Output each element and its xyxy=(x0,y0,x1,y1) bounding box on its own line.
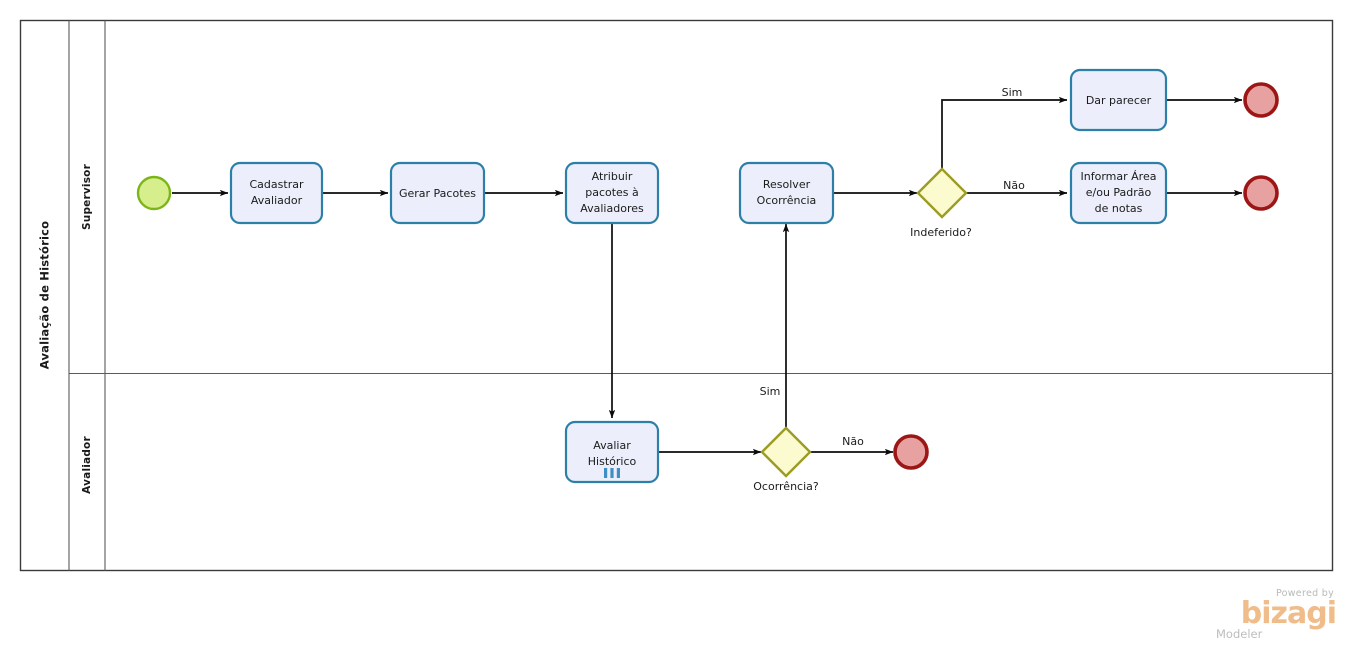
watermark-powered-by: Powered by xyxy=(1275,588,1334,599)
lane-title-avaliador: Avaliador xyxy=(81,436,93,494)
task-resolver-ocorrencia[interactable]: Resolver Ocorrência xyxy=(738,161,835,225)
event-end-dar-parecer[interactable] xyxy=(1243,82,1279,118)
gateway-indeferido[interactable]: Indeferido? xyxy=(910,167,972,239)
task-label-line-1: Resolver xyxy=(763,178,811,191)
pool: Avaliação de Histórico Supervisor Avalia… xyxy=(19,19,1334,572)
end-event-circle[interactable] xyxy=(1243,82,1279,118)
flow-labels: Sim Não Sim Não xyxy=(760,86,1026,448)
task-label-line-1: Dar parecer xyxy=(1086,94,1152,107)
end-event-circle[interactable] xyxy=(893,434,929,470)
flow-g1-yes-to-t5 xyxy=(941,96,1068,169)
task-gerar-pacotes[interactable]: Gerar Pacotes xyxy=(389,161,486,225)
gateway-ocorrencia[interactable]: Ocorrência? xyxy=(753,426,819,493)
task-label-line-1: Cadastrar xyxy=(250,178,304,191)
watermark-product: Modeler xyxy=(1216,627,1263,641)
watermark-brand: bizagi xyxy=(1240,595,1337,631)
flow-label-g2-no: Não xyxy=(842,435,864,448)
task-label-line-1: Atribuir xyxy=(592,170,633,183)
task-label-line-1: Informar Área xyxy=(1081,170,1157,183)
flow-label-g1-yes: Sim xyxy=(1002,86,1023,99)
task-cadastrar-avaliador[interactable]: Cadastrar Avaliador xyxy=(229,161,324,225)
event-end-informar-area[interactable] xyxy=(1243,175,1279,211)
lane-title-supervisor: Supervisor xyxy=(81,163,93,230)
task-label-line-2: pacotes à xyxy=(585,186,639,199)
task-box[interactable] xyxy=(564,161,660,225)
flow-label-g2-yes: Sim xyxy=(760,385,781,398)
event-start[interactable] xyxy=(136,175,172,211)
task-label-line-2: Avaliador xyxy=(251,194,303,207)
gateway-label: Ocorrência? xyxy=(753,480,819,493)
task-box[interactable] xyxy=(564,420,660,484)
sequence-flows xyxy=(172,96,1243,456)
task-label-line-1: Gerar Pacotes xyxy=(399,187,476,200)
pool-border xyxy=(19,19,1334,572)
task-label-line-2: Ocorrência xyxy=(757,194,817,207)
task-label-line-1: Avaliar xyxy=(593,439,631,452)
task-box[interactable] xyxy=(389,161,486,225)
end-event-circle[interactable] xyxy=(1243,175,1279,211)
parallel-multi-instance-marker-icon xyxy=(604,468,620,478)
gateway-label: Indeferido? xyxy=(910,226,972,239)
bizagi-watermark: Powered by bizagi Modeler xyxy=(1210,588,1337,645)
task-box[interactable] xyxy=(738,161,835,225)
flow-label-g1-no: Não xyxy=(1003,179,1025,192)
task-informar-area-padrao-notas[interactable]: Informar Área e/ou Padrão de notas xyxy=(1069,161,1168,225)
exclusive-gateway-diamond-icon[interactable] xyxy=(760,426,812,478)
task-dar-parecer[interactable]: Dar parecer xyxy=(1069,68,1168,132)
start-event-circle[interactable] xyxy=(136,175,172,211)
task-box[interactable] xyxy=(1069,161,1168,225)
task-box[interactable] xyxy=(1069,68,1168,132)
pool-title: Avaliação de Histórico xyxy=(38,221,52,369)
exclusive-gateway-diamond-icon[interactable] xyxy=(916,167,968,219)
event-end-avaliador[interactable] xyxy=(893,434,929,470)
task-label-line-3: de notas xyxy=(1095,202,1143,215)
task-label-line-3: Avaliadores xyxy=(580,202,644,215)
task-label-line-2: Histórico xyxy=(588,455,637,468)
task-box[interactable] xyxy=(229,161,324,225)
task-atribuir-pacotes[interactable]: Atribuir pacotes à Avaliadores xyxy=(564,161,660,225)
task-avaliar-historico[interactable]: Avaliar Histórico xyxy=(564,420,660,484)
task-label-line-2: e/ou Padrão xyxy=(1086,186,1152,199)
